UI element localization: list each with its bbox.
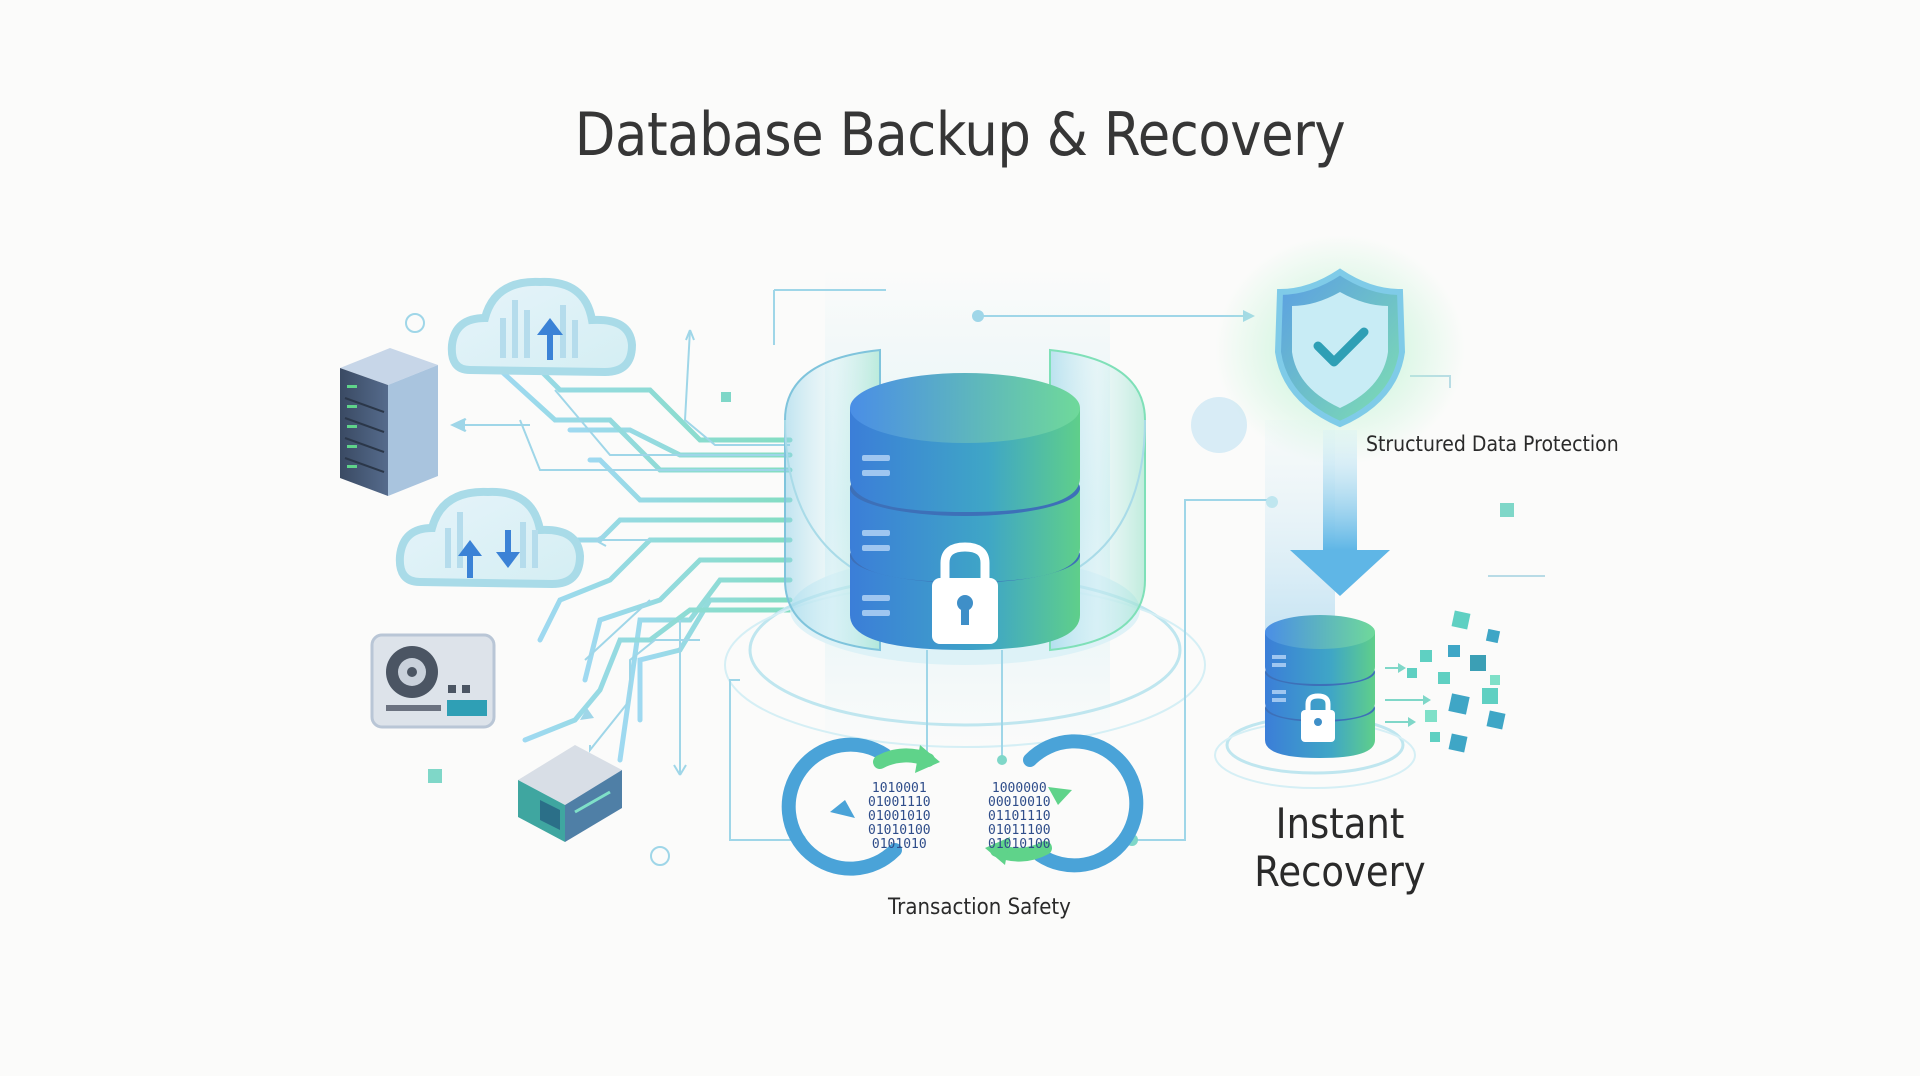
connector-dot (997, 755, 1007, 765)
cloud-upload-icon (447, 277, 637, 377)
deco-circle (405, 313, 425, 333)
central-database-icon (724, 348, 1206, 748)
recovery-database-icon (1214, 615, 1416, 789)
deco-circle (1191, 397, 1247, 453)
binary-data-left: 1010001 01001110 01001010 01010100 01010… (868, 781, 931, 852)
connector-dot (1266, 496, 1278, 508)
label-instant-recovery: Instant Recovery (1254, 799, 1426, 896)
deco-square (1500, 503, 1514, 517)
lock-icon (932, 542, 998, 644)
connector-dot (972, 310, 984, 322)
cloud-sync-icon (395, 487, 585, 589)
deco-square (428, 769, 442, 783)
disk-drive-icon (370, 633, 496, 729)
server-rack-icon (340, 348, 438, 496)
cube-arrowheads (1398, 663, 1431, 727)
shield-check-icon (1274, 268, 1406, 428)
external-drive-icon (518, 745, 622, 842)
label-structured-data-protection: Structured Data Protection (1366, 432, 1619, 456)
label-transaction-safety: Transaction Safety (888, 895, 1071, 920)
left-connectors (452, 347, 793, 763)
page-title: Database Backup & Recovery (574, 100, 1346, 170)
sync-cycle-icon (781, 734, 1144, 876)
deco-square (721, 392, 731, 402)
db-down-connectors (729, 499, 1268, 841)
down-arrow-icon (1290, 430, 1390, 596)
cube-arrows (1385, 667, 1425, 723)
data-cubes-icon (1407, 610, 1506, 753)
binary-data-right: 1000000 00010010 01101110 01011100 01010… (988, 781, 1051, 852)
deco-circle (650, 846, 670, 866)
